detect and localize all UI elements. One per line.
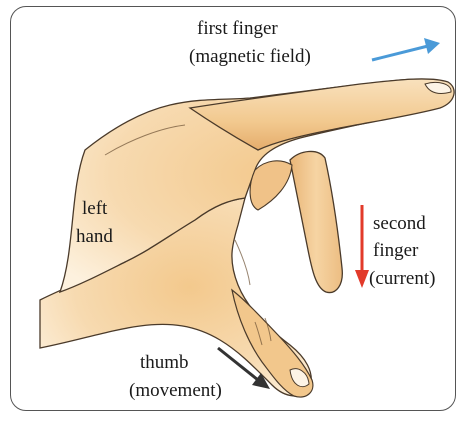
hand-label: hand xyxy=(76,226,113,248)
left-label: left xyxy=(82,198,107,220)
second-label: second xyxy=(373,213,426,235)
thumb-label: thumb xyxy=(140,352,189,374)
movement-label: (movement) xyxy=(129,380,222,402)
magnetic-field-arrow xyxy=(372,38,440,60)
current-arrow xyxy=(355,205,369,288)
folded-finger xyxy=(250,161,292,210)
current-label: (current) xyxy=(369,268,435,290)
first-finger-label: first finger xyxy=(197,18,278,40)
magnetic-field-label: (magnetic field) xyxy=(189,46,311,68)
second-finger-shape xyxy=(290,151,342,292)
finger-label: finger xyxy=(373,240,418,262)
